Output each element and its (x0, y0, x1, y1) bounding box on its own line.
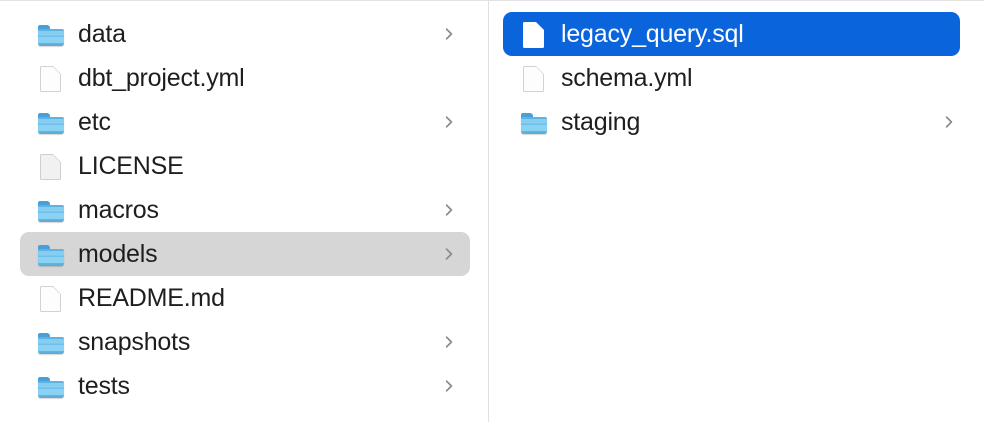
folder-icon (37, 107, 65, 137)
file-column-child[interactable]: legacy_query.sql schema.yml staging (489, 1, 984, 422)
folder-row[interactable]: data (20, 12, 470, 56)
file-row[interactable]: LICENSE (20, 144, 470, 188)
item-label: LICENSE (78, 152, 184, 180)
folder-icon (37, 195, 65, 225)
folder-icon (37, 371, 65, 401)
folder-icon (37, 239, 65, 269)
folder-icon (520, 107, 548, 137)
document-white-icon (520, 19, 548, 49)
item-label: legacy_query.sql (561, 20, 744, 48)
chevron-right-icon (442, 27, 456, 41)
item-label: snapshots (78, 328, 191, 356)
folder-row[interactable]: tests (20, 364, 470, 408)
item-label: etc (78, 108, 111, 136)
chevron-right-icon (442, 247, 456, 261)
chevron-right-icon (442, 203, 456, 217)
item-label: models (78, 240, 158, 268)
folder-row[interactable]: macros (20, 188, 470, 232)
file-row[interactable]: legacy_query.sql (503, 12, 960, 56)
item-label: data (78, 20, 126, 48)
item-label: staging (561, 108, 641, 136)
folder-row[interactable]: snapshots (20, 320, 470, 364)
document-shaded-icon (37, 151, 65, 181)
folder-row[interactable]: models (20, 232, 470, 276)
folder-icon (37, 327, 65, 357)
file-row[interactable]: dbt_project.yml (20, 56, 470, 100)
item-label: macros (78, 196, 159, 224)
chevron-right-icon (942, 115, 956, 129)
file-row[interactable]: schema.yml (503, 56, 960, 100)
item-label: dbt_project.yml (78, 64, 245, 92)
chevron-right-icon (442, 335, 456, 349)
item-label: README.md (78, 284, 225, 312)
item-label: tests (78, 372, 130, 400)
folder-icon (37, 19, 65, 49)
document-icon (37, 63, 65, 93)
document-icon (520, 63, 548, 93)
folder-row[interactable]: etc (20, 100, 470, 144)
folder-row[interactable]: staging (503, 100, 960, 144)
item-label: schema.yml (561, 64, 693, 92)
chevron-right-icon (442, 115, 456, 129)
file-row[interactable]: README.md (20, 276, 470, 320)
chevron-right-icon (442, 379, 456, 393)
document-icon (37, 283, 65, 313)
